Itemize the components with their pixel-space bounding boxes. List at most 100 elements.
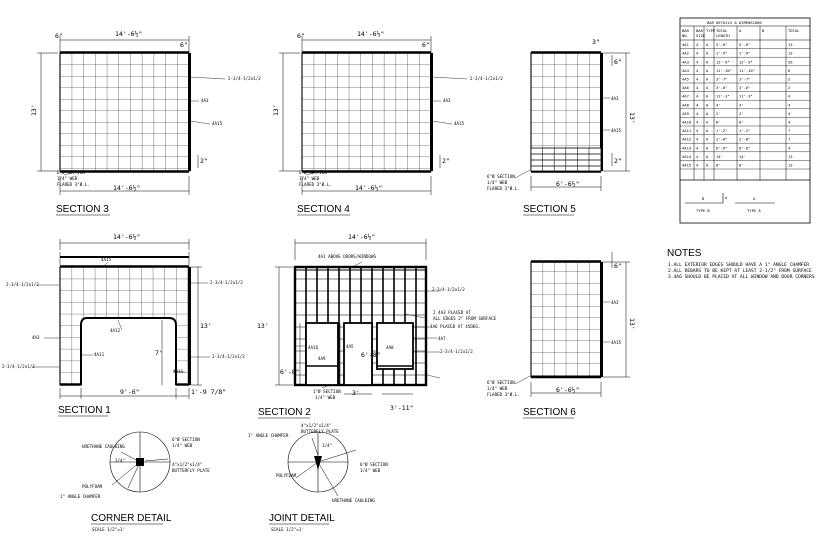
section-1-label: 4A15 xyxy=(101,257,112,262)
section-4-bottom-dim: 14'-6½" xyxy=(355,184,382,192)
section-2-label: 2-3/4-1/2x1/2 xyxy=(432,287,465,292)
table-cell: 4A12 xyxy=(682,137,691,142)
table-cell: 3'-7" xyxy=(739,77,750,82)
notes-header: NOTES xyxy=(667,248,702,259)
section-4-corner-dim: 6" xyxy=(297,32,305,40)
table-header-cell: BAR xyxy=(696,28,704,33)
section-3-label: 2-3/4-1/2x1/2 xyxy=(228,76,261,81)
type-b-letter-side: A xyxy=(725,195,728,200)
section-2-label: 4A16 xyxy=(308,345,319,350)
joint-detail: 1" ANGLE CHAMFER 4"x1/2"x1/4" BUTTERFLY … xyxy=(248,423,388,532)
table-cell: 4A7 xyxy=(682,94,689,99)
table-cell: 4A15 xyxy=(682,163,691,168)
joint-detail-label: URETHANE CAULKING xyxy=(332,498,375,503)
table-header-cell: TOTAL xyxy=(716,28,728,33)
table-cell: 7 xyxy=(788,128,790,133)
table-cell: 1'-9" xyxy=(739,51,750,56)
table-cell: 4 xyxy=(788,111,791,116)
note-item: 3.4A6 SHOULD BE PLACED AT ALL WINDOW AND… xyxy=(668,274,815,280)
section-5-label: 4A3 xyxy=(611,96,619,101)
table-cell: 6'-6" xyxy=(739,145,750,150)
section-1-label: 2-3/4-1/2x1/2 xyxy=(6,282,39,287)
table-cell: 4 xyxy=(696,102,699,107)
notes: NOTES 1.ALL EXTERIOR EDGES SHOULD HAVE A… xyxy=(667,248,815,280)
joint-detail-label: 1" ANGLE CHAMFER xyxy=(248,433,289,438)
section-1-label-4a11: 4A11 xyxy=(173,369,184,374)
corner-detail-title: CORNER DETAIL xyxy=(91,513,172,524)
joint-detail-label: 6"Ø SECTION xyxy=(360,462,388,467)
table-cell: 4 xyxy=(696,128,699,133)
table-cell: 14' xyxy=(716,154,723,159)
section-2-mid-dim-left: 6'-8" xyxy=(280,368,300,376)
section-4-label: 2-3/4-1/2x1/2 xyxy=(470,76,503,81)
table-cell: 4 xyxy=(696,120,699,125)
section-3-side-dim: 6" xyxy=(180,41,188,49)
table-cell: A xyxy=(706,145,709,150)
table-header-cell: TOTAL xyxy=(788,28,800,33)
section-4-label: 1/4" WEB xyxy=(299,176,320,181)
section-5-corner-dim: 3" xyxy=(592,38,600,46)
table-cell: 1'-9" xyxy=(716,51,727,56)
section-3-label: 1/4" WEB xyxy=(57,176,78,181)
table-cell: 5'-6" xyxy=(716,42,727,47)
corner-detail-scale: SCALE 1/2"=1' xyxy=(92,527,125,532)
table-cell: 4A3 xyxy=(682,59,689,64)
table-cell: 4 xyxy=(696,111,699,116)
section-6-left-dim: 13' xyxy=(628,318,636,330)
section-4-label: 6"Ø SECTION xyxy=(299,170,327,175)
section-1-label-right-top: 2-3/4-1/2x1/2 xyxy=(210,280,243,285)
section-3-title: SECTION 3 xyxy=(56,204,109,215)
section-1: 14'-6½" 13' 7' 9'-6" 1'-9 7/8" 4A15 2-3/… xyxy=(2,233,245,417)
table-cell: 4 xyxy=(696,51,699,56)
table-cell: A xyxy=(706,120,709,125)
note-item: 2.ALL REBARS TO BE KEPT AT LEAST 2-1/2" … xyxy=(668,268,812,274)
table-cell: 8' xyxy=(716,120,721,125)
section-1-label-right-bottom: 2-3/4-1/2x1/2 xyxy=(212,354,245,359)
table-cell: 8' xyxy=(739,120,744,125)
table-cell: 4 xyxy=(696,59,699,64)
table-header-cell: TYPE xyxy=(706,28,716,33)
section-6-label: 4A3 xyxy=(611,300,619,305)
section-2-bottom-right-dim: 3'-11" xyxy=(390,404,413,412)
corner-detail-label: BUTTERFLY PLATE xyxy=(172,468,210,473)
section-3-label: 4A15 xyxy=(212,121,223,126)
table-cell: 4A6 xyxy=(682,85,690,90)
corner-detail-label: 1/4" WEB xyxy=(172,443,193,448)
table-cell: 13 xyxy=(788,154,793,159)
table-cell: 6 xyxy=(788,68,791,73)
corner-detail-label: URETHANE CAULKING xyxy=(82,444,125,449)
table-cell: A xyxy=(706,68,709,73)
section-5-label: 4A15 xyxy=(611,128,622,133)
section-2-top-dim: 14'-6½" xyxy=(348,233,375,241)
section-3-small-dim: 2" xyxy=(200,157,208,165)
table-cell: 4A9 xyxy=(682,111,690,116)
section-2-label: 4A7 xyxy=(438,336,446,341)
type-a-letter: A xyxy=(753,196,756,201)
section-3-bottom-dim: 14'-6½" xyxy=(113,184,140,192)
table-cell: 4 xyxy=(696,163,699,168)
section-3-label: 6"Ø SECTION xyxy=(57,170,85,175)
section-6-bottom-dim: 6'-6½" xyxy=(556,386,579,394)
table-cell: A xyxy=(706,77,709,82)
section-2-label: 1/4" WEB xyxy=(315,395,336,400)
section-6-label: FLARED 3"Ø.L. xyxy=(487,392,520,397)
table-cell: 3'-6" xyxy=(739,85,750,90)
joint-detail-label: 1/4" WEB xyxy=(360,468,381,473)
table-cell: 7 xyxy=(788,137,790,142)
table-cell: 4A4 xyxy=(682,68,690,73)
table-cell: 2 xyxy=(788,77,790,82)
section-4-side-dim: 6" xyxy=(422,41,430,49)
type-a-label: TYPE A xyxy=(747,208,761,213)
section-2-title: SECTION 2 xyxy=(258,407,311,418)
table-cell: 11'-3" xyxy=(716,94,730,99)
section-3-top-dim: 14'-6½" xyxy=(115,30,142,38)
type-b-letter: B xyxy=(702,196,705,201)
section-1-label: 4A12 xyxy=(110,328,121,333)
table-cell: 4 xyxy=(696,94,699,99)
section-1-bottom-left-dim: 9'-6" xyxy=(120,388,140,396)
table-cell: A xyxy=(706,42,709,47)
section-1-label: 2-3/4-1/2x1/2 xyxy=(2,364,35,369)
section-4-title: SECTION 4 xyxy=(297,204,350,215)
table-cell: 4A2 xyxy=(682,51,689,56)
table-cell: 2'-8" xyxy=(716,137,727,142)
